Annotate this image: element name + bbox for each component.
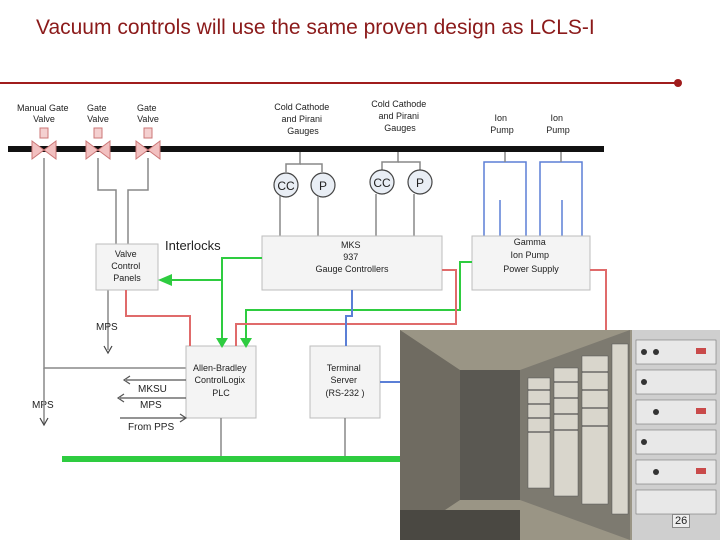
gate-valve-symbol-1	[31, 127, 57, 160]
pump-1-label-line2: Pump	[490, 125, 514, 135]
valve-3-label-line2: Valve	[137, 114, 159, 124]
gauge-1-label-line3: Gauges	[287, 126, 319, 136]
gauge-controllers-line2: 937	[343, 252, 358, 262]
gauge-controllers-line1: MKS	[341, 240, 361, 250]
ion-pump-cables	[483, 161, 583, 236]
gate-valve-symbol-3	[135, 127, 161, 160]
mksu-label: MKSU	[138, 384, 167, 395]
gauge-cc-1: CC	[273, 172, 299, 198]
svg-text:Allen-Bradley ControlLogix: Allen-Bradley ControlLogix PLC	[193, 363, 249, 398]
mps-lines	[125, 269, 607, 346]
title-rule	[0, 82, 678, 84]
terminal-server-line2: Server	[330, 375, 357, 385]
terminal-server-line3: (RS-232 )	[325, 388, 364, 398]
gauge-p-1: P	[310, 172, 336, 198]
interlocks-label: Interlocks	[165, 238, 221, 253]
terminal-server-box	[309, 345, 381, 419]
gauge-2-label-line1: Cold Cathode	[371, 99, 426, 109]
svg-text:Manual Gate Valve: Manual Gate Valve	[17, 103, 71, 124]
valve-1-label-line1: Manual Gate	[17, 103, 69, 113]
beamline	[8, 146, 604, 152]
pump-2-label-line2: Pump	[546, 125, 570, 135]
svg-text:Cold Cathode and Pirani: Cold Cathode and Pirani Gauges	[274, 102, 332, 136]
svg-text:Terminal Server (RS-23: Terminal Server (RS-232 )	[325, 363, 364, 398]
pump-supply-line2: Ion Pump	[510, 250, 549, 260]
gauge-1-label-line1: Cold Cathode	[274, 102, 329, 112]
svg-text:Ion Pump: Ion Pump	[546, 113, 570, 135]
valve-panels-line1: Valve	[115, 249, 137, 259]
valve-panels-line2: Control	[111, 261, 140, 271]
title-rule-dot	[674, 79, 682, 87]
gauge-controllers-box	[261, 235, 443, 291]
pump-1-label-line1: Ion	[494, 113, 507, 123]
svg-text:Cold Cathode and Pirani: Cold Cathode and Pirani Gauges	[371, 99, 429, 133]
gauge-controllers-line3: Gauge Controllers	[315, 264, 389, 274]
gauge-cc-2: CC	[369, 169, 395, 195]
gate-valve-symbol-2	[85, 127, 111, 160]
ion-pump-power-supply-box	[471, 235, 591, 291]
valve-1-label-line2: Valve	[33, 114, 55, 124]
plc-line3: PLC	[212, 388, 230, 398]
svg-text:Valve Control Panels: Valve Control Panels	[111, 249, 143, 283]
interlock-lines	[164, 257, 472, 340]
terminal-server-line1: Terminal	[327, 363, 361, 373]
svg-text:Gamma Ion Pump Power S: Gamma Ion Pump Power Supply	[503, 237, 559, 274]
svg-text:CC: CC	[277, 179, 295, 193]
svg-text:P: P	[319, 179, 327, 193]
svg-text:P: P	[416, 176, 424, 190]
serial-lines	[345, 290, 400, 383]
mps-left-label: MPS	[32, 400, 54, 411]
svg-text:MKS 937 Gauge Controll: MKS 937 Gauge Controllers	[315, 240, 389, 274]
valve-2-label-line1: Gate	[87, 103, 107, 113]
gauge-1-label-line2: and Pirani	[281, 114, 322, 124]
equipment-racks-photo	[400, 330, 720, 540]
gauge-2-label-line3: Gauges	[384, 123, 416, 133]
slide-title: Vacuum controls will use the same proven…	[36, 16, 595, 39]
page-number: 26	[672, 514, 691, 528]
pump-supply-line1: Gamma	[514, 237, 546, 247]
valve-panels-line3: Panels	[113, 273, 141, 283]
plc-box	[185, 345, 257, 419]
mps-mid-label: MPS	[140, 400, 162, 411]
from-pps-label: From PPS	[128, 422, 174, 433]
mps-upper-label: MPS	[96, 322, 118, 333]
gauge-p-2: P	[407, 169, 433, 195]
svg-text:CC: CC	[373, 176, 391, 190]
svg-text:Gate Valve: Gate Valve	[137, 103, 159, 124]
pump-supply-line3: Power Supply	[503, 264, 559, 274]
plc-line2: ControlLogix	[194, 375, 245, 385]
valve-2-label-line2: Valve	[87, 114, 109, 124]
network-bus	[62, 456, 402, 462]
plc-line1: Allen-Bradley	[193, 363, 247, 373]
svg-text:Ion Pump: Ion Pump	[490, 113, 514, 135]
valve-3-label-line1: Gate	[137, 103, 157, 113]
svg-text:Gate Valve: Gate Valve	[87, 103, 109, 124]
pump-2-label-line1: Ion	[550, 113, 563, 123]
gauge-2-label-line2: and Pirani	[378, 111, 419, 121]
